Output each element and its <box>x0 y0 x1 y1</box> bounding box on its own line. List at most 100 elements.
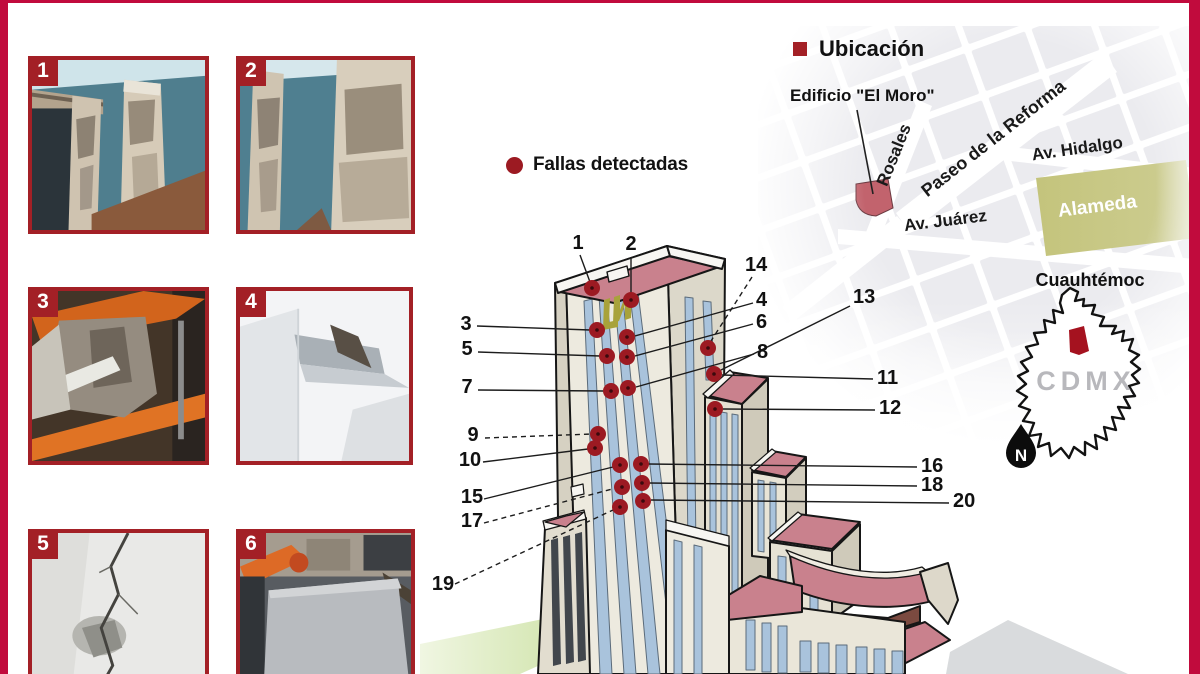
left-annex-window <box>575 532 586 662</box>
base-window <box>799 640 812 673</box>
wing-right-hood <box>919 562 959 625</box>
callout-line-1 <box>579 254 591 283</box>
base-window <box>855 646 868 674</box>
callout-number-14: 14 <box>745 254 768 276</box>
fault-dot-center <box>641 499 645 503</box>
frame-border-top <box>0 0 1200 3</box>
photo-3-image <box>32 291 205 461</box>
tier3-window <box>757 479 765 553</box>
photo-3-number: 3 <box>28 287 58 317</box>
photo-1-number: 1 <box>28 56 58 86</box>
base-window <box>891 650 904 674</box>
base-window <box>745 619 756 671</box>
callout-line-17 <box>483 487 617 524</box>
cdmx-label: CDMX <box>1036 366 1136 396</box>
callout-number-11: 11 <box>877 367 898 389</box>
photo-6-number: 6 <box>236 529 266 559</box>
fault-dot-center <box>596 432 600 436</box>
location-title: Ubicación <box>819 36 925 61</box>
photo-2-image <box>240 60 411 230</box>
el-moro-pointer-line <box>856 109 874 195</box>
photo-2-number: 2 <box>236 56 266 86</box>
callout-number-18: 18 <box>921 474 943 496</box>
callout-number-2: 2 <box>625 233 636 255</box>
tower-setback-ledge <box>570 483 585 498</box>
fault-dot-legend-icon <box>506 156 523 174</box>
callout-line-5 <box>477 351 601 357</box>
base-window <box>835 644 848 674</box>
north-compass-icon <box>1006 424 1036 468</box>
callout-line-13 <box>720 305 851 371</box>
photo-5-image <box>32 533 205 674</box>
el-moro-label: Edificio "El Moro" <box>790 86 935 105</box>
photo-4-number: 4 <box>236 287 266 317</box>
cdmx-inset: CDMX Cuauhtémoc N <box>1006 270 1145 468</box>
tier4-parapet <box>767 511 803 542</box>
center-annex-window <box>673 539 683 674</box>
center-annex-parapet <box>665 519 730 547</box>
fault-dot-center <box>618 463 622 467</box>
callout-number-12: 12 <box>879 397 901 419</box>
location-map: Rosales Paseo de la Reforma Av. Hidalgo … <box>758 26 1198 474</box>
photo-4-image <box>240 291 409 461</box>
cuauhtemoc-label: Cuauhtémoc <box>1035 270 1144 290</box>
callout-number-10: 10 <box>459 449 481 471</box>
callout-line-7 <box>477 389 605 392</box>
section-bullet-icon <box>793 42 807 56</box>
callout-number-8: 8 <box>757 341 768 363</box>
cuauhtemoc-borough-shape <box>1069 326 1089 355</box>
callout-number-5: 5 <box>461 338 472 360</box>
fault-dot-center <box>706 346 710 350</box>
callout-number-9: 9 <box>467 424 478 446</box>
fault-dot-center <box>625 335 629 339</box>
photo-5-number: 5 <box>28 529 58 559</box>
fault-dot-center <box>626 386 630 390</box>
tower-roof-notch <box>606 265 630 283</box>
callout-line-16 <box>647 463 918 468</box>
fault-dot-center <box>605 354 609 358</box>
callout-line-15 <box>483 466 614 500</box>
fault-dot-center <box>713 407 717 411</box>
photo-6-image <box>240 533 411 674</box>
fault-dots <box>584 280 723 515</box>
callout-number-7: 7 <box>461 376 472 398</box>
ground-gray <box>946 620 1128 674</box>
callout-line-20 <box>650 499 950 504</box>
callout-line-3 <box>476 325 591 331</box>
callout-number-16: 16 <box>921 455 943 477</box>
tier2-parapet <box>702 369 735 399</box>
damage-photo-2: 2 <box>236 56 415 234</box>
fault-dot-center <box>593 446 597 450</box>
fault-dot-center <box>590 286 594 290</box>
callout-number-13: 13 <box>853 286 875 308</box>
callout-line-10 <box>482 448 589 463</box>
fault-dot-center <box>629 298 633 302</box>
legend: Fallas detectadas <box>506 154 688 176</box>
base-window <box>777 625 788 674</box>
fault-dot-center <box>620 485 624 489</box>
damage-photo-3: 3 <box>28 287 209 465</box>
frame-border-right <box>1189 0 1200 674</box>
legend-label: Fallas detectadas <box>533 154 689 175</box>
compass-n-label: N <box>1015 446 1027 465</box>
callout-number-19: 19 <box>432 573 454 595</box>
cdmx-outline <box>1015 286 1142 460</box>
fault-dot-center <box>640 481 644 485</box>
callout-line-18 <box>648 482 918 487</box>
callout-number-4: 4 <box>756 289 768 311</box>
location-header: Ubicación <box>793 36 924 62</box>
damage-photo-5: 5 <box>28 529 209 674</box>
fault-dot-center <box>609 389 613 393</box>
callout-line-4 <box>634 302 754 337</box>
callout-number-17: 17 <box>461 510 483 532</box>
callout-line-8 <box>635 353 755 388</box>
frame-border-left <box>0 0 8 674</box>
callout-line-6 <box>634 323 754 357</box>
tower-parapet-right <box>666 245 726 270</box>
callout-number-6: 6 <box>756 311 767 333</box>
base-window <box>873 648 886 674</box>
left-annex-window <box>551 538 561 666</box>
center-annex-window <box>693 544 703 674</box>
